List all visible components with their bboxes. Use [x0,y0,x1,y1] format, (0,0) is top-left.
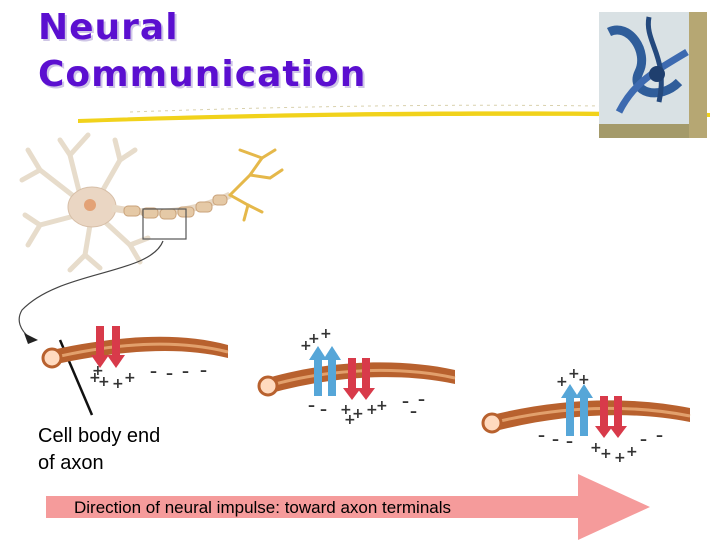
positive-charge: + [344,412,356,428]
positive-charge: + [320,326,332,342]
negative-charge: – [640,432,647,448]
negative-charge: – [538,428,545,444]
negative-charge: – [308,398,315,414]
negative-charge: – [166,366,173,382]
negative-charge: – [410,404,417,420]
positive-charge: + [376,398,388,414]
positive-charge: + [600,446,612,462]
axon-segment-3: + + + + + + + – – – – – [483,366,690,466]
negative-charge: – [552,432,559,448]
positive-charge: + [300,338,312,354]
arrow-label: Direction of neural impulse: toward axon… [74,498,451,518]
axon-end-caption: Cell body end of axon [38,423,160,477]
neuron-illustration [22,135,282,270]
positive-charge: + [556,374,568,390]
negative-charge: – [402,394,409,410]
negative-charge: – [150,364,157,380]
positive-charge: + [614,450,626,466]
positive-charge: + [112,376,124,392]
caption-line-2: of axon [38,450,160,477]
caption-line-1: Cell body end [38,423,160,450]
negative-charge: – [320,402,327,418]
axon-segment-2: + + + + + + + + – – – – – [259,326,455,428]
positive-charge: + [92,363,104,379]
positive-charge: + [578,372,590,388]
positive-charge: + [626,444,638,460]
negative-charge: – [418,392,425,408]
neural-impulse-illustration: + + + + + – – – – + + + + + + + [0,0,720,470]
zoom-connector-line [19,241,163,338]
positive-charge: + [124,370,136,386]
negative-charge: – [200,363,207,379]
axon-segment-1: + + + + + – – – – [43,326,228,392]
impulse-direction-arrow: Direction of neural impulse: toward axon… [46,474,650,540]
negative-charge: – [182,364,189,380]
negative-charge: – [566,434,573,450]
negative-charge: – [656,428,663,444]
